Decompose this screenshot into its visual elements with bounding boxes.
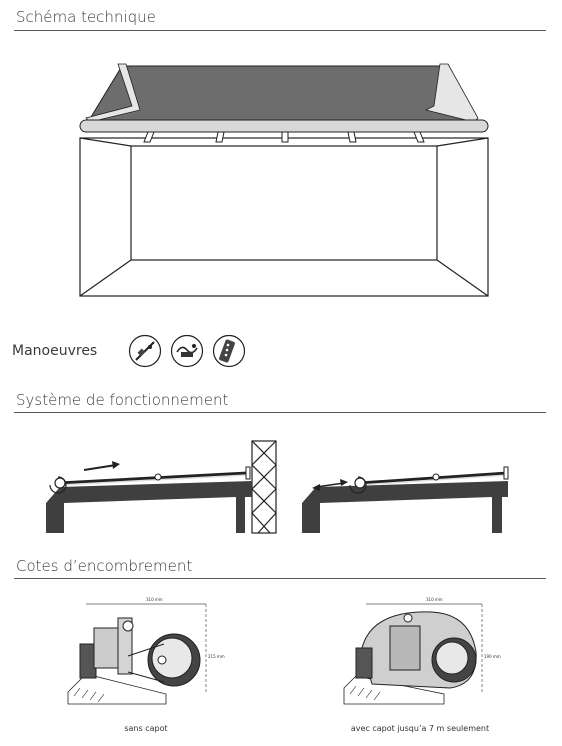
- crank-handle-icon: [128, 334, 162, 368]
- caption-sans-capot: sans capot: [124, 724, 168, 733]
- dimension-height-sans-capot: 215 mm: [208, 654, 225, 659]
- section-rule-systeme: [14, 412, 546, 413]
- remote-control-icon: [212, 334, 246, 368]
- section-rule-schema: [14, 30, 546, 31]
- manoeuvres-label: Manoeuvres: [12, 343, 98, 359]
- awning-technical-drawing: [79, 63, 489, 297]
- section-title-systeme: Système de fonctionnement: [16, 391, 229, 409]
- section-rule-cotes: [14, 578, 546, 579]
- motor-switch-icon: [170, 334, 204, 368]
- dimension-drawing-sans-capot: 310 mm 215 mm: [67, 597, 225, 705]
- section-title-cotes: Cotes d’encombrement: [16, 557, 193, 575]
- operating-diagram-left: [46, 440, 277, 534]
- section-title-schema: Schéma technique: [16, 8, 156, 26]
- operating-diagram-right: [302, 466, 509, 533]
- dimension-width-avec-capot: 310 mm: [426, 597, 443, 602]
- dimension-height-avec-capot: 190 mm: [484, 654, 501, 659]
- caption-avec-capot: avec capot jusqu’a 7 m seulement: [350, 724, 490, 733]
- dimension-width-sans-capot: 310 mm: [146, 597, 163, 602]
- dimension-drawing-avec-capot: 310 mm 190 mm: [343, 597, 501, 705]
